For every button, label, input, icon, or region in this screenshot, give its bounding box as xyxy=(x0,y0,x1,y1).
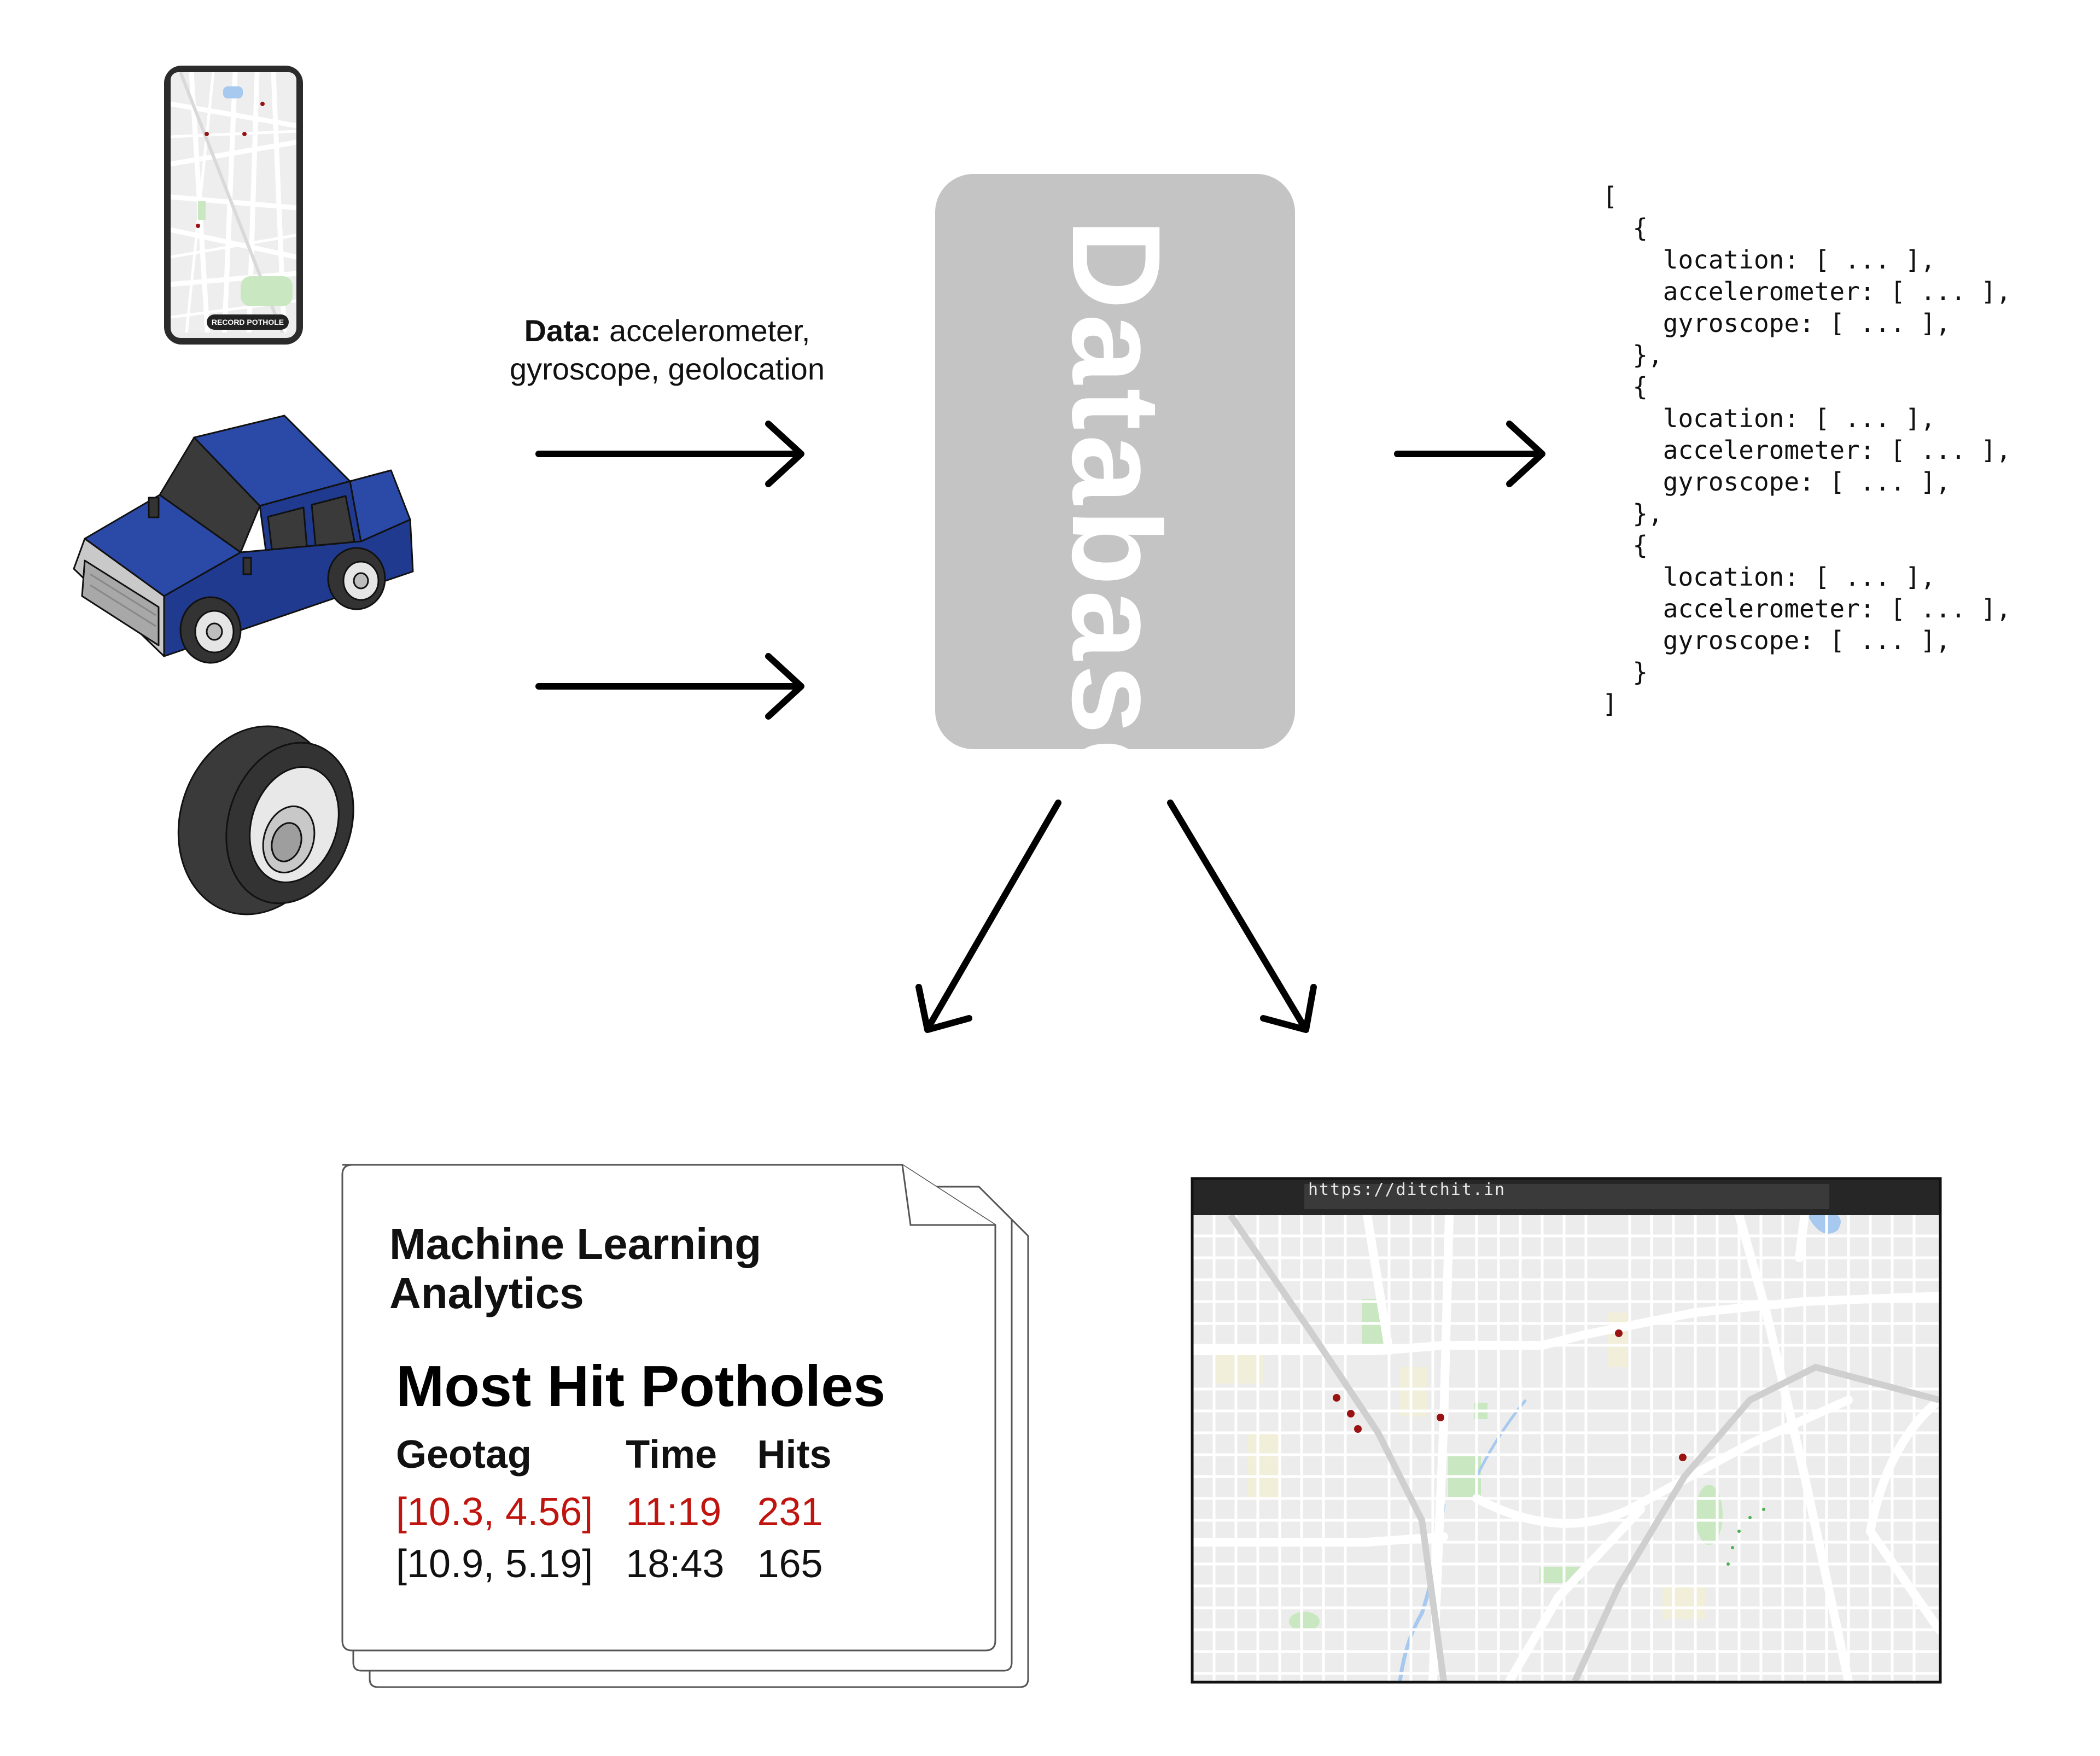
json-line: gyroscope: [ ... ], xyxy=(1602,467,1951,497)
page-fold xyxy=(901,1164,995,1226)
json-line: location: [ ... ], xyxy=(1602,245,1936,275)
column-header-geotag: Geotag xyxy=(396,1433,532,1477)
json-line: { xyxy=(1602,530,1648,560)
record-pothole-label: RECORD POTHOLE xyxy=(212,318,284,326)
pothole-map[interactable] xyxy=(1193,1215,1939,1681)
cell-geotag: [10.3, 4.56] xyxy=(396,1490,593,1534)
json-line: accelerometer: [ ... ], xyxy=(1602,594,2011,623)
url-bar[interactable] xyxy=(1304,1184,1829,1209)
report-page xyxy=(341,1164,996,1652)
cell-time: 18:43 xyxy=(626,1542,725,1586)
json-line: }, xyxy=(1602,499,1663,528)
cell-time: 11:19 xyxy=(626,1490,722,1534)
database-label: Database xyxy=(1046,219,1187,813)
report-title: Machine Learning Analytics xyxy=(389,1220,762,1317)
data-caption-bold: Data: xyxy=(524,313,601,348)
column-header-time: Time xyxy=(626,1433,718,1477)
cell-hits: 231 xyxy=(757,1490,823,1534)
json-line: location: [ ... ], xyxy=(1602,404,1936,433)
json-line: { xyxy=(1602,213,1648,243)
record-pothole-button[interactable] xyxy=(207,314,289,330)
json-line: } xyxy=(1602,657,1648,687)
database-box xyxy=(935,174,1295,749)
json-line: gyroscope: [ ... ], xyxy=(1602,308,1951,338)
json-line: [ xyxy=(1602,182,1618,211)
json-line: { xyxy=(1602,372,1648,401)
arrow-to-database-lower xyxy=(535,653,804,720)
tire-icon xyxy=(177,725,354,915)
analytics-report-stack xyxy=(341,1164,1029,1688)
url-text[interactable]: https://ditchit.in xyxy=(1308,1180,1506,1199)
pothole-markers xyxy=(1333,1329,1687,1461)
phone-map xyxy=(171,72,296,332)
table-header-row: Geotag Time Hits xyxy=(396,1430,865,1486)
json-output: [ { location: [ ... ], accelerometer: [ … xyxy=(1602,180,2011,720)
arrow-to-json xyxy=(1394,421,1545,487)
json-line: }, xyxy=(1602,340,1663,370)
report-heading: Most Hit Potholes xyxy=(396,1354,886,1419)
data-caption: Data: accelerometer, gyroscope, geolocat… xyxy=(459,312,875,388)
column-header-hits: Hits xyxy=(757,1433,832,1477)
arrow-to-webmap xyxy=(1167,800,1317,1033)
table-row: [10.9, 5.19] 18:43 165 xyxy=(396,1538,865,1590)
cell-hits: 165 xyxy=(757,1542,823,1586)
arrow-to-analytics xyxy=(915,800,1061,1033)
potholes-table: Geotag Time Hits [10.3, 4.56] 11:19 231 … xyxy=(396,1430,865,1590)
json-line: accelerometer: [ ... ], xyxy=(1602,435,2011,465)
data-caption-line1: accelerometer, xyxy=(600,313,810,348)
car-icon xyxy=(73,415,414,664)
json-line: accelerometer: [ ... ], xyxy=(1602,277,2011,306)
json-line: ] xyxy=(1602,689,1618,719)
data-caption-line2: gyroscope, geolocation xyxy=(510,352,825,386)
cell-geotag: [10.9, 5.19] xyxy=(396,1542,593,1586)
smartphone-icon: RECORD POTHOLE xyxy=(164,66,303,345)
json-line: location: [ ... ], xyxy=(1602,562,1936,592)
table-row: [10.3, 4.56] 11:19 231 xyxy=(396,1486,865,1538)
arrow-to-database-upper xyxy=(535,421,804,487)
json-line: gyroscope: [ ... ], xyxy=(1602,626,1951,655)
browser-window xyxy=(1191,1177,1942,1684)
